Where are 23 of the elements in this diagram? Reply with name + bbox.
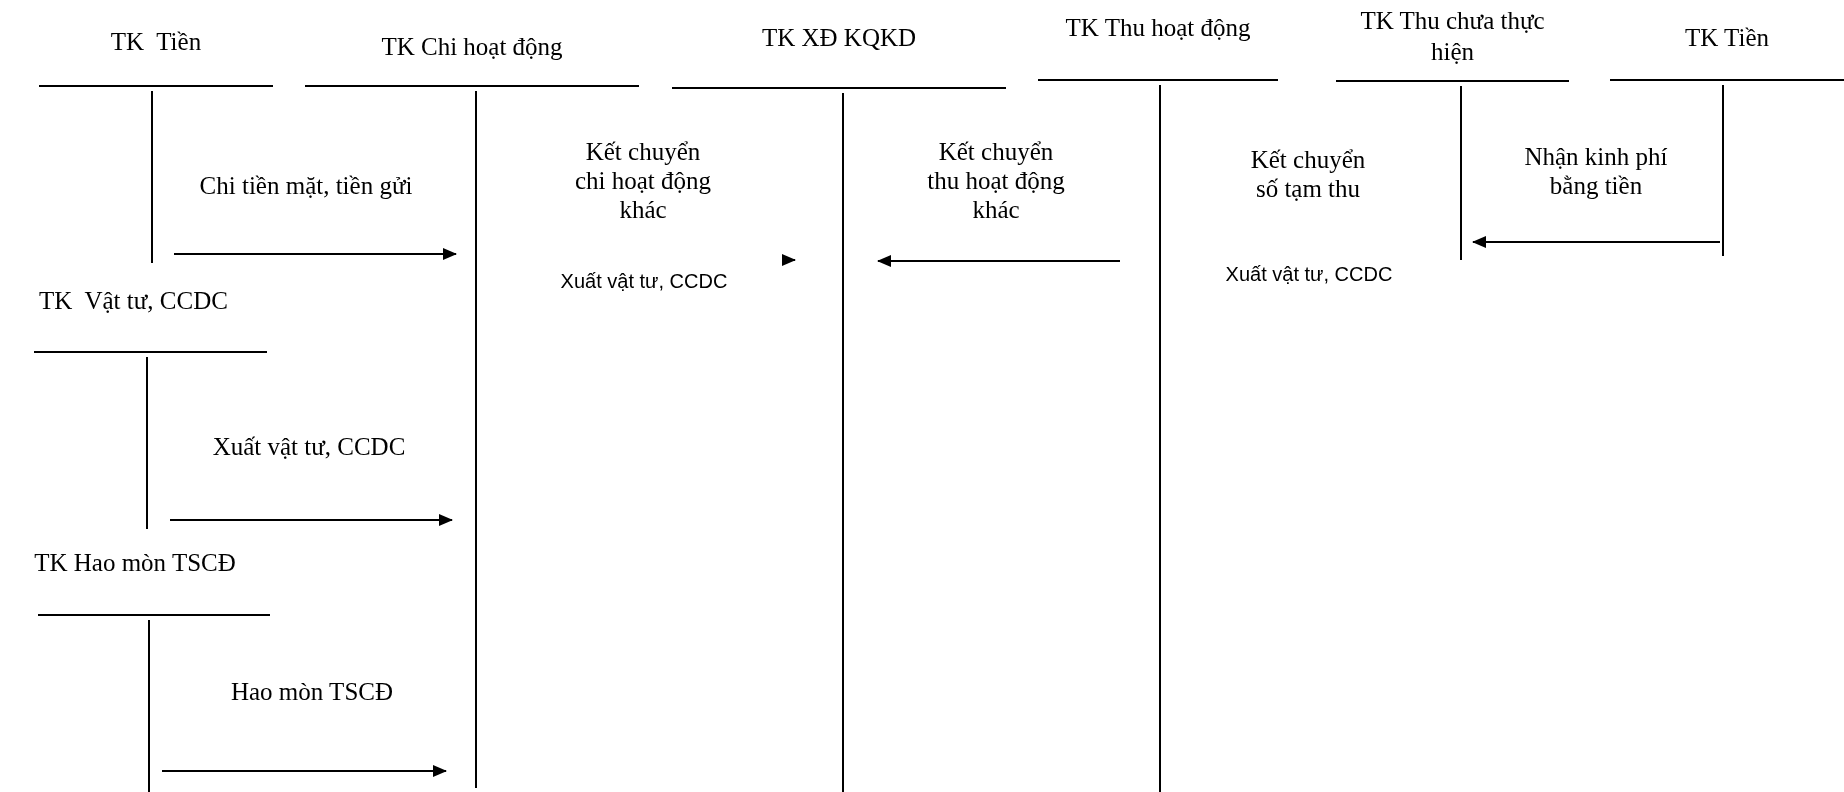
note-text: Xuất vật tư, CCDC bbox=[559, 268, 729, 294]
edge-label: Xuất vật tư, CCDC bbox=[211, 431, 407, 461]
account-title: TK Tiền bbox=[1683, 23, 1771, 53]
edge-label: Kết chuyển thu hoạt động khác bbox=[926, 136, 1066, 224]
arrow bbox=[781, 254, 796, 266]
account-title: TK XĐ KQKD bbox=[760, 23, 918, 53]
note-text: Xuất vật tư, CCDC bbox=[1224, 261, 1394, 287]
arrow bbox=[169, 514, 453, 526]
account-title: TK Thu hoạt động bbox=[1064, 13, 1252, 43]
edge-label: Nhận kinh phí bằng tiền bbox=[1523, 142, 1669, 200]
account-title: TK Hao mòn TSCĐ bbox=[33, 548, 237, 578]
edge-label: Hao mòn TSCĐ bbox=[229, 676, 395, 706]
note-text: Kết chuyển số tạm thu bbox=[1249, 145, 1367, 203]
account-title: TK Thu chưa thực hiện bbox=[1359, 6, 1546, 67]
edge-label: Kết chuyển chi hoạt động khác bbox=[573, 136, 713, 224]
arrow bbox=[1472, 236, 1721, 248]
arrow bbox=[173, 248, 457, 260]
arrow bbox=[161, 765, 447, 777]
account-title: TK Tiền bbox=[109, 27, 203, 57]
account-title: TK Chi hoạt động bbox=[380, 32, 564, 62]
account-title: TK Vật tư, CCDC bbox=[38, 286, 229, 316]
arrow bbox=[877, 255, 1121, 267]
edge-label: Chi tiền mặt, tiền gửi bbox=[198, 170, 414, 200]
